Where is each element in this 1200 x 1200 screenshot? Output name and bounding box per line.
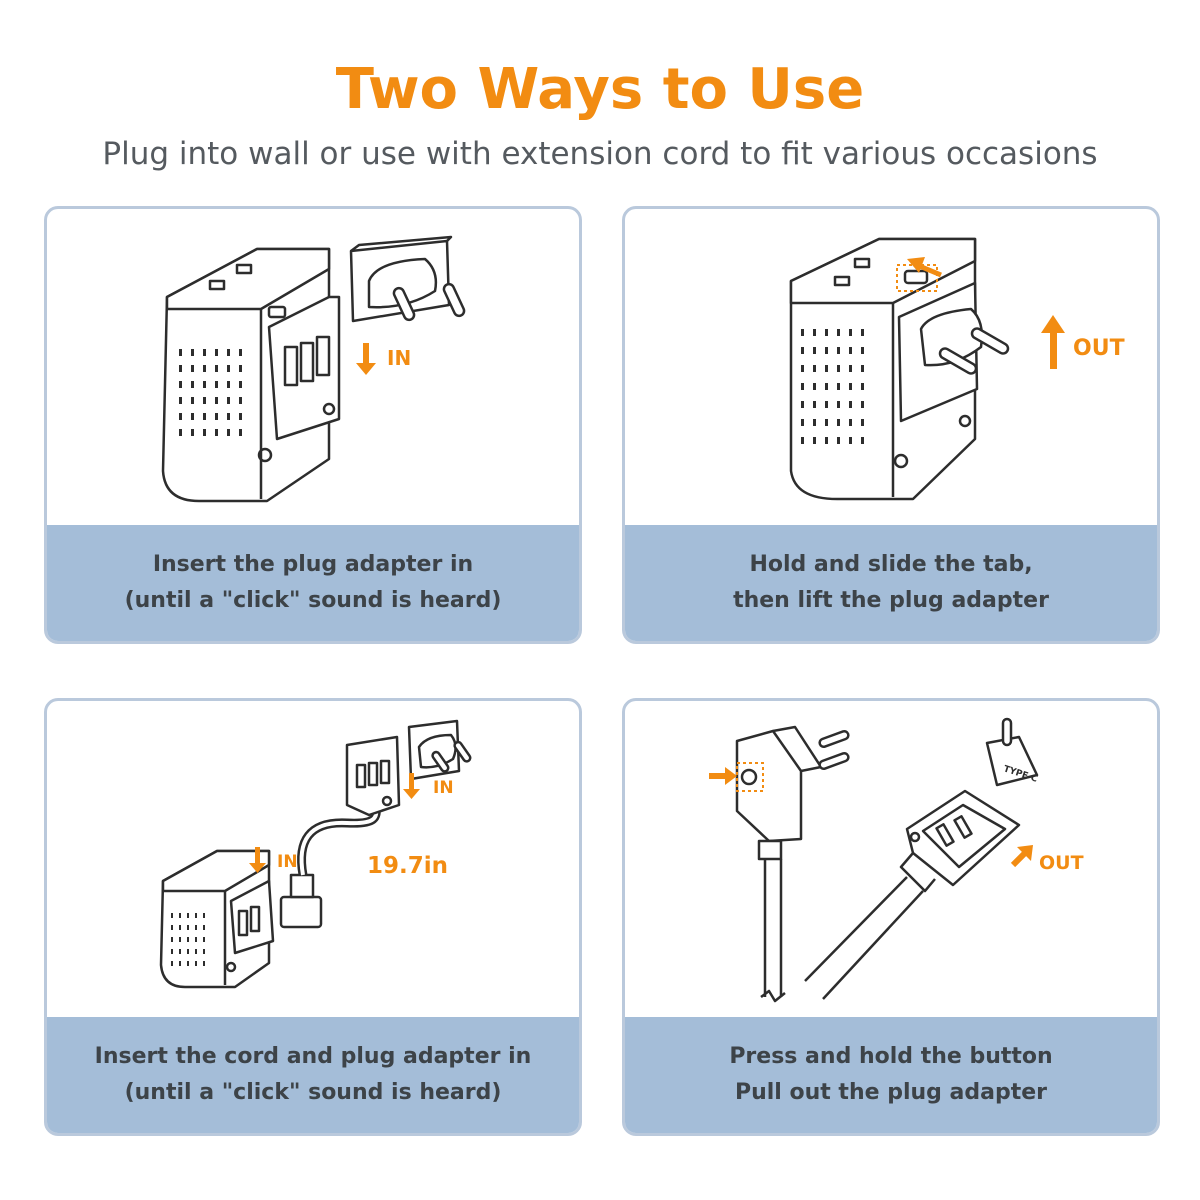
caption-line-1: Insert the cord and plug adapter in — [94, 1044, 532, 1069]
caption-line-2: (until a "click" sound is heard) — [124, 1080, 502, 1105]
label-out: OUT — [1073, 336, 1125, 361]
arrow-up-right-icon — [1010, 845, 1033, 868]
step-card-insert-cord: IN IN 19.7in Insert the cord and plug ad… — [44, 698, 582, 1136]
step-card-release-plug: TYPE C OUT Press and hold the button Pul… — [622, 698, 1160, 1136]
caption-line-1: Insert the plug adapter in — [152, 552, 474, 577]
caption-line-2: (until a "click" sound is heard) — [124, 588, 502, 613]
caption-remove-plug: Hold and slide the tab, then lift the pl… — [625, 525, 1157, 641]
arrow-right-icon — [709, 767, 737, 785]
arrow-slide-icon — [907, 257, 942, 278]
arrow-down-icon — [356, 343, 376, 375]
caption-release-plug: Press and hold the button Pull out the p… — [625, 1017, 1157, 1133]
label-in: IN — [387, 346, 411, 370]
arrow-up-icon — [1041, 315, 1065, 369]
caption-line-1: Hold and slide the tab, — [749, 552, 1033, 577]
illustration-remove-plug: OUT — [789, 237, 1125, 501]
illustration-insert-plug: IN — [161, 235, 466, 503]
step-card-remove-plug: OUT Hold and slide the tab, then lift th… — [622, 206, 1160, 644]
step-card-insert-plug: IN Insert the plug adapter in (until a "… — [44, 206, 582, 644]
label-in-top: IN — [433, 778, 454, 798]
caption-line-2: Pull out the plug adapter — [734, 1080, 1048, 1105]
arrow-down-icon — [403, 773, 420, 799]
label-in-left: IN — [277, 852, 298, 872]
illustration-insert-cord: IN IN 19.7in — [159, 719, 472, 989]
caption-insert-plug: Insert the plug adapter in (until a "cli… — [47, 525, 579, 641]
arrow-down-icon — [249, 847, 266, 873]
caption-line-1: Press and hold the button — [729, 1044, 1053, 1069]
page-title: Two Ways to Use — [335, 57, 865, 122]
label-out: OUT — [1039, 852, 1084, 874]
illustration-release-plug: TYPE C OUT — [709, 717, 1084, 1003]
label-cord-length: 19.7in — [367, 853, 448, 879]
caption-insert-cord: Insert the cord and plug adapter in (unt… — [47, 1017, 579, 1133]
caption-line-2: then lift the plug adapter — [733, 588, 1049, 613]
page-subtitle: Plug into wall or use with extension cor… — [102, 136, 1098, 172]
